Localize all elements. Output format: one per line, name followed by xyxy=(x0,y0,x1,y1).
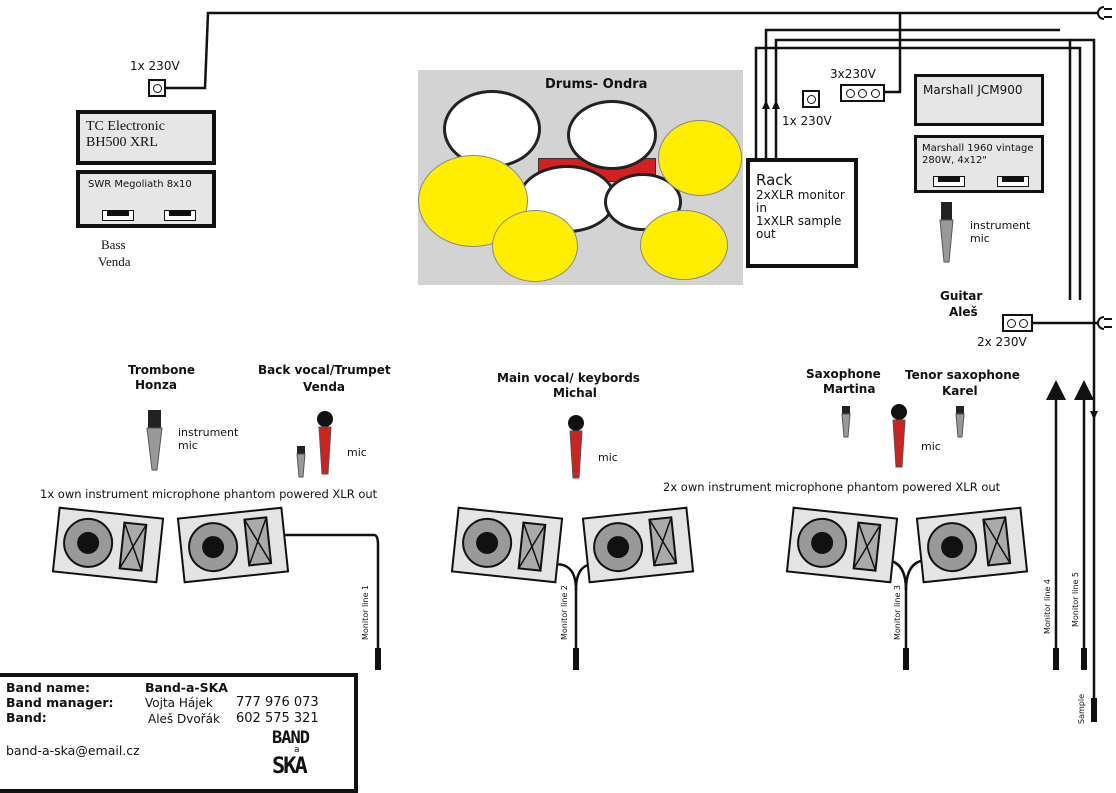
main-vocal-mic-label: mic xyxy=(598,451,618,464)
speaker-port-icon xyxy=(933,176,965,187)
trombone-mic-label: instrument mic xyxy=(178,426,239,452)
speaker-port-icon xyxy=(102,210,134,221)
note-right: 2x own instrument microphone phantom pow… xyxy=(663,480,1001,494)
rack-line: in xyxy=(756,201,767,215)
speaker-port-icon xyxy=(997,176,1029,187)
guitar-player-name: Aleš xyxy=(949,305,978,319)
instrument-mic-icon xyxy=(146,410,163,471)
band-info-box: Band name: Band-a-SKA Band manager: Vojt… xyxy=(0,673,358,793)
band-contact-name: Aleš Dvořák xyxy=(148,712,220,726)
tom-drum xyxy=(567,100,657,170)
cymbal xyxy=(658,120,742,196)
guitar-cabinet: Marshall 1960 vintage 280W, 4x12" xyxy=(914,135,1044,193)
trumpet-name: Venda xyxy=(303,380,345,394)
power-socket-icon xyxy=(802,90,820,108)
manager-name: Vojta Hájek xyxy=(145,696,213,710)
tenor-role: Tenor saxophone xyxy=(905,368,1020,382)
logo-text: BAND xyxy=(272,728,310,748)
guitar-cab-label: Marshall 1960 vintage xyxy=(922,143,1034,154)
power-strip-icon xyxy=(840,84,885,102)
vocal-mic-icon xyxy=(891,404,907,468)
drums-title: Drums- Ondra xyxy=(545,77,648,92)
trombone-role: Trombone xyxy=(128,363,196,377)
instrument-mic-icon xyxy=(296,446,306,478)
manager-phone: 777 976 073 xyxy=(236,695,319,710)
drum-area: Drums- Ondra xyxy=(418,70,743,285)
sample-line-label: Sample xyxy=(1077,694,1086,724)
monitor-line-label: Monitor line 3 xyxy=(893,584,902,640)
instrument-mic-icon xyxy=(841,406,851,438)
rack-power-single-label: 1x 230V xyxy=(782,114,832,128)
power-socket-icon xyxy=(148,79,166,97)
band-name-value: Band-a-SKA xyxy=(145,680,228,695)
bass-cab-label: SWR Megoliath 8x10 xyxy=(88,179,192,190)
monitor-line-label: Monitor line 1 xyxy=(361,584,370,640)
rack-line: 1xXLR sample xyxy=(756,214,842,228)
vocal-mic-icon xyxy=(317,411,333,475)
trombone-name: Honza xyxy=(135,378,177,392)
sax-role: Saxophone xyxy=(806,367,881,381)
guitar-cab-label: 280W, 4x12" xyxy=(922,155,987,166)
bass-amp-head: TC Electronic BH500 XRL xyxy=(76,110,216,165)
logo-text: a xyxy=(294,745,300,755)
xlr-plug-icon xyxy=(375,648,381,670)
rack-box: Rack 2xXLR monitor in 1xXLR sample out xyxy=(746,158,858,268)
bass-power-label: 1x 230V xyxy=(130,59,180,73)
guitar-mic-label: instrument mic xyxy=(970,219,1031,245)
trumpet-mic-label: mic xyxy=(347,446,367,459)
note-left: 1x own instrument microphone phantom pow… xyxy=(40,487,378,501)
power-strip-icon xyxy=(1002,314,1033,332)
bass-player-role: Bass xyxy=(101,237,126,252)
instrument-mic-icon xyxy=(955,406,965,438)
guitar-power-label: 2x 230V xyxy=(977,335,1027,349)
cymbal xyxy=(640,210,728,280)
xlr-plug-icon xyxy=(573,648,579,670)
guitar-amp-head: Marshall JCM900 xyxy=(914,74,1044,126)
xlr-plug-icon xyxy=(1081,648,1087,670)
guitar-player-role: Guitar xyxy=(940,289,983,303)
rack-power-triple-label: 3x230V xyxy=(830,67,876,81)
monitor-line-label: Monitor line 5 xyxy=(1071,571,1080,627)
speaker-port-icon xyxy=(164,210,196,221)
monitor-line-label: Monitor line 4 xyxy=(1043,578,1052,634)
band-email[interactable]: band-a-ska@email.cz xyxy=(6,743,140,758)
band-name-label: Band name: xyxy=(6,680,90,695)
xlr-plug-icon xyxy=(903,648,909,670)
cymbal xyxy=(492,210,578,282)
rack-title: Rack xyxy=(756,171,793,189)
band-label: Band: xyxy=(6,710,47,725)
sax-mic-label: mic xyxy=(921,440,941,453)
tenor-name: Karel xyxy=(942,384,978,398)
bass-player-name: Venda xyxy=(98,254,131,269)
xlr-plug-icon xyxy=(1053,648,1059,670)
band-logo: BAND a SKA xyxy=(270,728,330,785)
logo-text: SKA xyxy=(272,754,308,779)
instrument-mic-icon xyxy=(939,202,954,263)
rack-line: out xyxy=(756,227,776,241)
bass-cabinet: SWR Megoliath 8x10 xyxy=(76,170,216,228)
main-vocal-name: Michal xyxy=(553,386,597,400)
manager-label: Band manager: xyxy=(6,695,114,710)
xlr-plug-icon xyxy=(1091,698,1097,722)
band-contact-phone: 602 575 321 xyxy=(236,711,319,726)
rack-line: 2xXLR monitor xyxy=(756,188,845,202)
trumpet-role: Back vocal/Trumpet xyxy=(258,363,391,377)
monitor-line-label: Monitor line 2 xyxy=(560,584,569,640)
main-vocal-role: Main vocal/ keybords xyxy=(497,371,640,385)
vocal-mic-icon xyxy=(568,415,584,479)
sax-name: Martina xyxy=(823,382,876,396)
